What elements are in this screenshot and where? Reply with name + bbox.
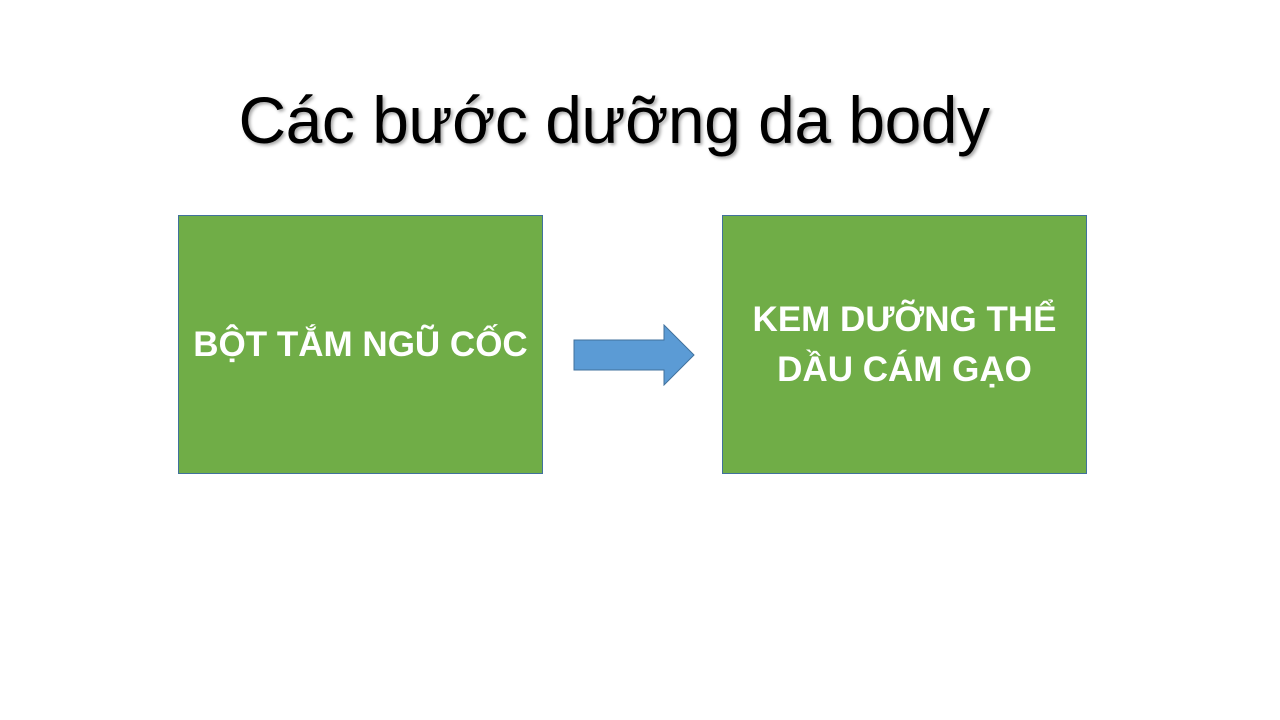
step-2-label-line-1: KEM DƯỠNG THỂ — [752, 299, 1057, 339]
right-arrow-icon — [573, 324, 695, 386]
step-box-2: KEM DƯỠNG THỂ DẦU CÁM GẠO — [722, 215, 1087, 474]
step-2-label: KEM DƯỠNG THỂ DẦU CÁM GẠO — [753, 295, 1057, 395]
step-2-label-line-2: DẦU CÁM GẠO — [777, 349, 1032, 389]
step-1-label: BỘT TẮM NGŨ CỐC — [193, 324, 528, 364]
slide-title: Các bước dưỡng da body — [238, 83, 991, 157]
step-box-1: BỘT TẮM NGŨ CỐC — [178, 215, 543, 474]
